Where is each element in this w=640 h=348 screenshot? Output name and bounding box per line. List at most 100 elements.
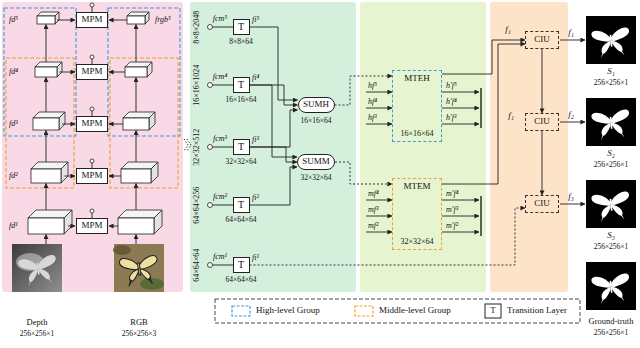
butterfly-part	[591, 193, 611, 208]
wire	[46, 235, 47, 245]
connector	[542, 131, 543, 195]
dimension-label: 32×32×64	[301, 174, 332, 182]
dimension-label: 8×8×2048	[194, 10, 202, 43]
butterfly-part	[600, 52, 604, 58]
input-port	[208, 203, 213, 208]
wire	[213, 265, 234, 266]
dimension-label: 32×32×512	[194, 128, 202, 165]
dimension-label: 16×16×64	[226, 96, 257, 104]
middle-level-group	[110, 58, 178, 188]
dimension-label: 256×256×1	[594, 243, 629, 251]
wire	[560, 204, 585, 205]
ciu-panel	[490, 2, 568, 292]
feature-label: fi¹	[252, 254, 259, 262]
butterfly-part	[600, 216, 604, 222]
butterfly-part	[610, 191, 630, 206]
butterfly-part	[600, 134, 604, 140]
butterfly-part	[28, 280, 32, 286]
dimension-label: 32×32×64	[226, 158, 257, 166]
dimension-label: 16×16×64	[301, 117, 332, 125]
node-text: SUMH	[303, 100, 329, 109]
wire	[62, 124, 75, 125]
feature-label: fcm³	[213, 135, 227, 143]
block-side	[145, 12, 149, 24]
dimension-label: 16×16×1024	[194, 64, 202, 105]
legend-swatch	[232, 306, 250, 316]
wire	[46, 184, 47, 211]
saliency-map	[586, 180, 636, 228]
butterfly	[591, 109, 632, 141]
feature-label: f₁	[568, 28, 574, 37]
map-label: Ground-truth	[589, 317, 634, 326]
feature-block	[121, 162, 158, 183]
block-front	[31, 169, 61, 183]
output-port	[90, 159, 94, 163]
butterfly-part	[48, 277, 52, 283]
wire	[442, 92, 479, 93]
block-side	[57, 62, 62, 77]
rgb-image	[114, 244, 164, 292]
butterfly	[591, 191, 632, 223]
transition-box: T	[233, 139, 250, 155]
feature-label: h'f³	[446, 114, 456, 122]
block-side	[149, 112, 155, 130]
mpm-box: MPM	[76, 12, 108, 28]
block-front	[37, 16, 55, 24]
feature-label: hf⁴	[368, 98, 377, 106]
high-level-group	[4, 8, 76, 136]
dimension-label: 256×256×1	[594, 161, 629, 169]
dimension-label: 64×64×256	[194, 186, 202, 223]
mpm-box: MPM	[76, 218, 108, 234]
node-text: MPM	[81, 67, 102, 76]
wire	[109, 124, 123, 125]
high-level-group	[108, 8, 180, 136]
block-side	[154, 210, 162, 234]
butterfly-part	[621, 132, 625, 138]
feature-label: mf⁴	[368, 190, 379, 198]
butterfly-part	[138, 263, 141, 275]
block-front	[123, 118, 149, 130]
feature-label: h'f⁴	[446, 98, 457, 106]
dimension-label: 256×256×1	[20, 330, 55, 338]
feature-label: fd³	[9, 120, 18, 128]
butterfly	[18, 255, 59, 288]
butterfly-part	[600, 298, 604, 304]
feature-block	[37, 12, 59, 24]
ground-truth-map	[586, 262, 636, 310]
connector	[250, 167, 298, 205]
node-text: CIU	[534, 35, 550, 44]
wire	[136, 131, 137, 163]
wire	[366, 216, 392, 217]
feature-block	[35, 62, 62, 77]
image-label: Depth	[27, 318, 48, 327]
butterfly-part	[129, 269, 140, 282]
map-label: S₂	[607, 149, 615, 158]
node-text: MTEH	[404, 74, 430, 83]
feature-label: f₂	[568, 110, 574, 119]
node-text: CIU	[534, 117, 550, 126]
butterfly-part	[610, 35, 613, 47]
legend-swatch	[485, 304, 501, 318]
output-port	[90, 3, 94, 7]
butterfly	[591, 273, 632, 305]
feature-label: fcm⁴	[213, 73, 227, 81]
feature-label: fcm⁵	[213, 15, 227, 23]
feature-block	[33, 112, 65, 130]
feature-label: mf³	[368, 206, 378, 214]
leaf	[113, 245, 131, 255]
butterfly-part	[610, 109, 630, 124]
map-label: S₃	[607, 231, 615, 240]
block-front	[127, 16, 145, 24]
feature-block	[123, 112, 155, 130]
butterfly-part	[601, 123, 612, 136]
feature-label: mf²	[368, 222, 378, 230]
feature-label: fcm¹	[213, 253, 227, 261]
butterfly-part	[591, 29, 611, 44]
wire	[442, 124, 479, 125]
dimension-label: 256×256×1	[594, 329, 629, 337]
wire	[213, 147, 234, 148]
depth-image	[12, 244, 62, 292]
wire	[442, 232, 479, 233]
node-text: T	[238, 260, 244, 271]
wire	[213, 85, 234, 86]
